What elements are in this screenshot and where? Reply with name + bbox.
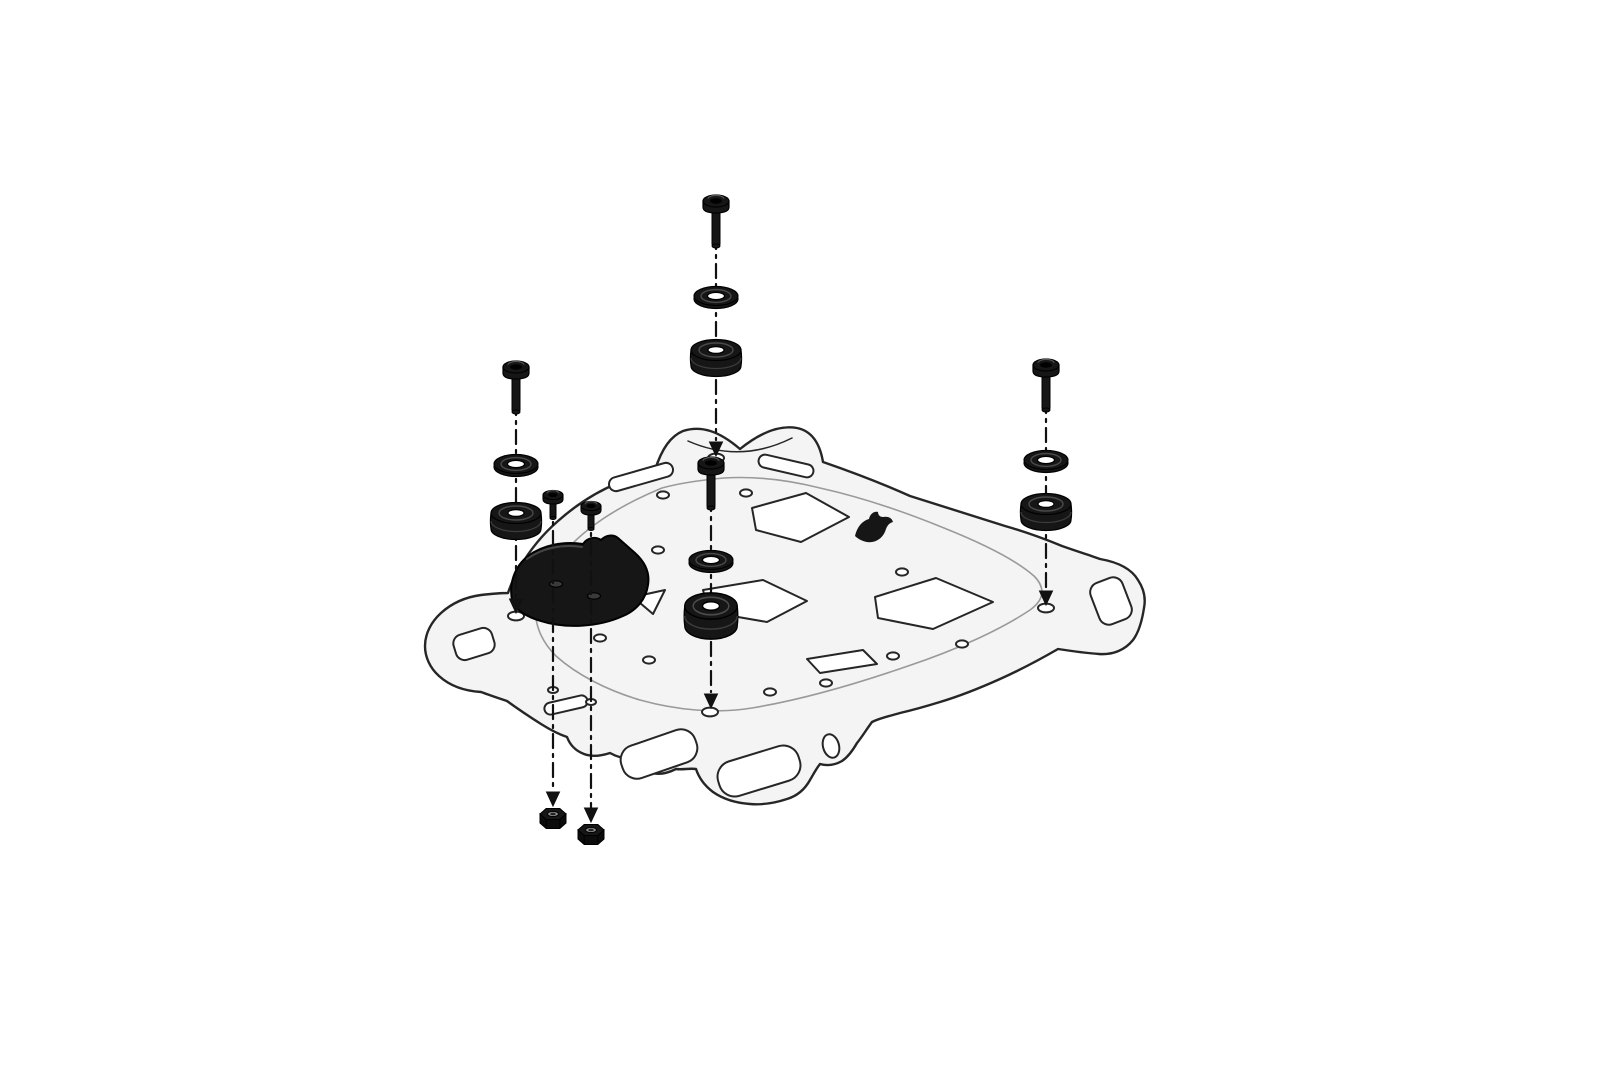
long-screw bbox=[1032, 358, 1060, 413]
large-cutout bbox=[751, 492, 850, 543]
bracket-hole bbox=[548, 580, 564, 588]
wing-slot-cutout bbox=[1089, 576, 1133, 626]
mounting-bracket bbox=[510, 534, 650, 627]
washer bbox=[688, 549, 734, 574]
bottom-slot-cutout bbox=[716, 744, 802, 798]
arrowhead-icon bbox=[508, 598, 524, 615]
brand-logo-horse bbox=[855, 511, 893, 543]
wing-slot-cutout bbox=[452, 626, 496, 662]
arrowhead-icon bbox=[1038, 590, 1054, 607]
bolt-hole bbox=[955, 639, 969, 649]
rubber-spacer bbox=[489, 501, 543, 541]
arrowhead-icon bbox=[545, 791, 561, 808]
hex-nut bbox=[577, 823, 605, 846]
washer bbox=[1023, 449, 1069, 474]
bolt-hole bbox=[886, 651, 900, 661]
bolt-hole bbox=[895, 567, 909, 577]
large-cutout bbox=[874, 577, 994, 630]
hex-nut bbox=[539, 807, 567, 830]
plate-cutouts bbox=[452, 452, 1133, 798]
slot-cutout bbox=[608, 461, 674, 493]
landing-hole bbox=[701, 706, 719, 718]
washer bbox=[693, 285, 739, 310]
bolt-hole bbox=[739, 488, 753, 498]
bolt-hole bbox=[651, 545, 665, 555]
bolt-hole bbox=[656, 490, 670, 500]
oval-hole bbox=[821, 733, 841, 759]
bracket-body bbox=[510, 534, 650, 627]
slot-cutout bbox=[757, 453, 815, 479]
rack-plate-outline bbox=[423, 426, 1146, 806]
long-screw bbox=[702, 194, 730, 249]
rubber-spacer bbox=[689, 338, 743, 378]
short-screw bbox=[542, 489, 564, 521]
bracket-hole bbox=[586, 592, 602, 600]
arrowhead-icon bbox=[708, 441, 724, 458]
slot-cutout bbox=[806, 649, 878, 674]
bottom-slot-cutout bbox=[619, 728, 699, 780]
arrowhead-icon bbox=[583, 807, 599, 824]
rack-plate bbox=[423, 426, 1146, 806]
fastener-stack-right bbox=[1019, 358, 1073, 532]
rubber-spacer bbox=[1019, 492, 1073, 532]
bolt-hole bbox=[819, 678, 833, 688]
rubber-spacer bbox=[683, 592, 739, 640]
washer bbox=[493, 453, 539, 478]
long-screw bbox=[502, 360, 530, 415]
bolt-hole bbox=[763, 687, 777, 697]
bolt-hole bbox=[642, 655, 656, 665]
bracket-highlight bbox=[526, 545, 583, 560]
top-channel-inner-edge bbox=[687, 437, 793, 453]
arrowhead-icon bbox=[703, 693, 719, 710]
bolt-hole bbox=[593, 633, 607, 643]
